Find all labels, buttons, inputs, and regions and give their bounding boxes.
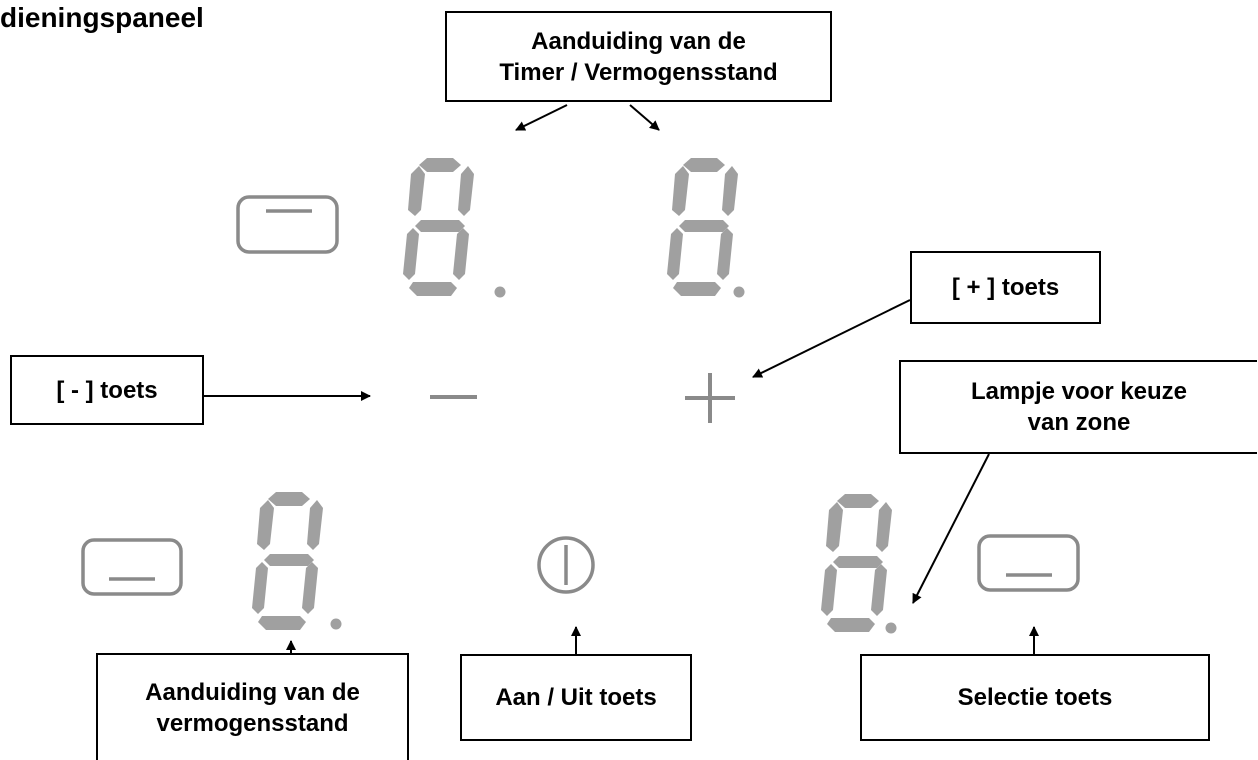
plus-icon[interactable] [685, 373, 735, 423]
power-level-digit-right [821, 494, 892, 632]
zone-select-key-bottom-left[interactable] [81, 538, 183, 596]
label-minus-key: [ - ] toets [10, 355, 204, 425]
decimal-dot [494, 286, 506, 298]
zone-select-key-bottom-right[interactable] [977, 534, 1080, 592]
zone-lamp [885, 622, 897, 634]
label-onoff-key: Aan / Uit toets [460, 654, 692, 741]
zone-select-key-top-left[interactable] [236, 195, 339, 254]
rounded-rect-key-icon [81, 538, 183, 596]
label-zone-lamp: Lampje voor keuze van zone [899, 360, 1257, 454]
timer-digit-right [667, 158, 738, 296]
rounded-rect-key-icon [977, 534, 1080, 592]
arrow-icon [629, 104, 660, 131]
arrow-icon [515, 104, 568, 131]
label-selection-key: Selectie toets [860, 654, 1210, 741]
arrow-icon [752, 299, 911, 378]
page-title: dieningspaneel [0, 2, 204, 33]
timer-digit-left [403, 158, 474, 296]
rounded-rect-key-icon [236, 195, 339, 254]
label-power-level-display: Aanduiding van de vermogensstand [96, 653, 409, 760]
decimal-dot [330, 618, 342, 630]
decimal-dot [733, 286, 745, 298]
label-plus-key: [ + ] toets [910, 251, 1101, 324]
power-level-digit-left [252, 492, 323, 630]
power-icon[interactable] [537, 536, 595, 594]
label-timer-power-display: Aanduiding van de Timer / Vermogensstand [445, 11, 832, 102]
arrow-icon [912, 453, 990, 604]
